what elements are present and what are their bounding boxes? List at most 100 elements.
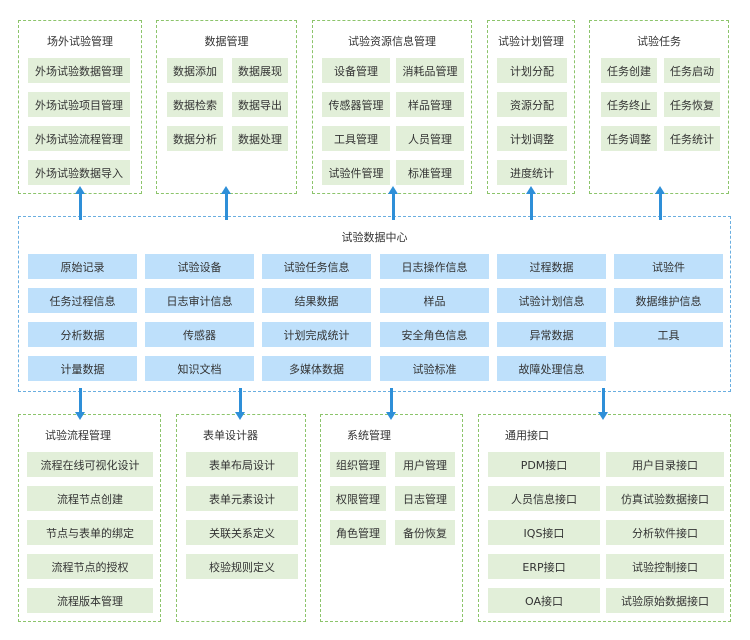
module-item: 数据分析: [167, 126, 223, 151]
module-item: 资源分配: [497, 92, 567, 117]
arrow-up-2: [220, 186, 232, 220]
module-item: 任务终止: [601, 92, 657, 117]
module-title: 试验流程管理: [45, 429, 111, 442]
module-title: 数据管理: [204, 35, 249, 48]
module-item: 外场试验数据导入: [28, 160, 130, 185]
data-center-item: 多媒体数据: [262, 356, 371, 381]
module-item: 关联关系定义: [186, 520, 298, 545]
module-item: 流程在线可视化设计: [27, 452, 153, 477]
module-title: 试验计划管理: [498, 35, 564, 48]
module-item: 标准管理: [396, 160, 464, 185]
arrow-up-3: [387, 186, 399, 220]
data-center-item: 试验计划信息: [497, 288, 606, 313]
module-item: 日志管理: [395, 486, 455, 511]
module-item: 数据展现: [232, 58, 288, 83]
top-module-4: 试验计划管理计划分配资源分配计划调整进度统计: [487, 20, 575, 194]
module-item: 进度统计: [497, 160, 567, 185]
module-item: 任务调整: [601, 126, 657, 151]
module-item: 任务创建: [601, 58, 657, 83]
bottom-module-1: 试验流程管理流程在线可视化设计流程节点创建节点与表单的绑定流程节点的授权流程版本…: [18, 414, 161, 622]
data-center-item: 样品: [380, 288, 489, 313]
module-item: 数据检索: [167, 92, 223, 117]
module-item: 试验件管理: [322, 160, 390, 185]
arrow-down-2: [234, 388, 246, 420]
module-item: 试验原始数据接口: [606, 588, 724, 613]
module-item: 人员管理: [396, 126, 464, 151]
data-center-item: 结果数据: [262, 288, 371, 313]
module-item: 权限管理: [330, 486, 386, 511]
data-center-item: 日志操作信息: [380, 254, 489, 279]
module-item: IQS接口: [488, 520, 600, 545]
data-center-item: 安全角色信息: [380, 322, 489, 347]
data-center-item: 计划完成统计: [262, 322, 371, 347]
data-center-item: 试验标准: [380, 356, 489, 381]
arrow-up-1: [74, 186, 86, 220]
module-item: 人员信息接口: [488, 486, 600, 511]
module-item: 节点与表单的绑定: [27, 520, 153, 545]
module-item: 外场试验项目管理: [28, 92, 130, 117]
data-center-item: 异常数据: [497, 322, 606, 347]
module-item: 流程版本管理: [27, 588, 153, 613]
module-item: OA接口: [488, 588, 600, 613]
module-item: 角色管理: [330, 520, 386, 545]
module-item: 工具管理: [322, 126, 390, 151]
module-item: 样品管理: [396, 92, 464, 117]
top-module-2: 数据管理数据添加数据展现数据检索数据导出数据分析数据处理: [156, 20, 297, 194]
data-center-item: 原始记录: [28, 254, 137, 279]
data-center-item: 工具: [614, 322, 723, 347]
arrow-up-5: [654, 186, 666, 220]
arrow-down-4: [597, 388, 609, 420]
data-center-item: 日志审计信息: [145, 288, 254, 313]
data-center-item: 过程数据: [497, 254, 606, 279]
data-center-item: 任务过程信息: [28, 288, 137, 313]
arrow-down-3: [385, 388, 397, 420]
bottom-module-2: 表单设计器表单布局设计表单元素设计关联关系定义校验规则定义: [176, 414, 306, 622]
top-module-3: 试验资源信息管理设备管理消耗品管理传感器管理样品管理工具管理人员管理试验件管理标…: [312, 20, 472, 194]
module-item: 外场试验流程管理: [28, 126, 130, 151]
data-center-item: 知识文档: [145, 356, 254, 381]
module-item: 数据处理: [232, 126, 288, 151]
module-item: 任务统计: [664, 126, 720, 151]
module-item: 备份恢复: [395, 520, 455, 545]
data-center-item: 分析数据: [28, 322, 137, 347]
module-item: 分析软件接口: [606, 520, 724, 545]
module-item: 任务恢复: [664, 92, 720, 117]
module-item: 仿真试验数据接口: [606, 486, 724, 511]
module-item: 组织管理: [330, 452, 386, 477]
data-center-item: 数据维护信息: [614, 288, 723, 313]
module-title: 系统管理: [347, 429, 391, 442]
data-center-title: 试验数据中心: [341, 231, 408, 244]
module-item: 消耗品管理: [396, 58, 464, 83]
module-item: PDM接口: [488, 452, 600, 477]
arrow-down-1: [74, 388, 86, 420]
module-item: 用户目录接口: [606, 452, 724, 477]
module-item: 计划分配: [497, 58, 567, 83]
module-item: 设备管理: [322, 58, 390, 83]
module-item: ERP接口: [488, 554, 600, 579]
top-module-1: 场外试验管理外场试验数据管理外场试验项目管理外场试验流程管理外场试验数据导入: [18, 20, 142, 194]
module-item: 表单布局设计: [186, 452, 298, 477]
data-center-item: 试验任务信息: [262, 254, 371, 279]
module-item: 计划调整: [497, 126, 567, 151]
module-item: 数据导出: [232, 92, 288, 117]
data-center-item: 试验设备: [145, 254, 254, 279]
data-center-item: 传感器: [145, 322, 254, 347]
module-item: 校验规则定义: [186, 554, 298, 579]
module-item: 任务启动: [664, 58, 720, 83]
arrow-up-4: [525, 186, 537, 220]
bottom-module-3: 系统管理组织管理用户管理权限管理日志管理角色管理备份恢复: [320, 414, 463, 622]
module-item: 用户管理: [395, 452, 455, 477]
module-item: 试验控制接口: [606, 554, 724, 579]
data-center-item: 计量数据: [28, 356, 137, 381]
module-item: 外场试验数据管理: [28, 58, 130, 83]
data-center-item: 故障处理信息: [497, 356, 606, 381]
top-module-5: 试验任务任务创建任务启动任务终止任务恢复任务调整任务统计: [589, 20, 729, 194]
module-title: 表单设计器: [203, 429, 258, 442]
module-title: 试验资源信息管理: [348, 35, 436, 48]
module-title: 场外试验管理: [47, 35, 113, 48]
data-center-item: 试验件: [614, 254, 723, 279]
module-item: 传感器管理: [322, 92, 390, 117]
module-title: 通用接口: [505, 429, 549, 442]
module-item: 数据添加: [167, 58, 223, 83]
